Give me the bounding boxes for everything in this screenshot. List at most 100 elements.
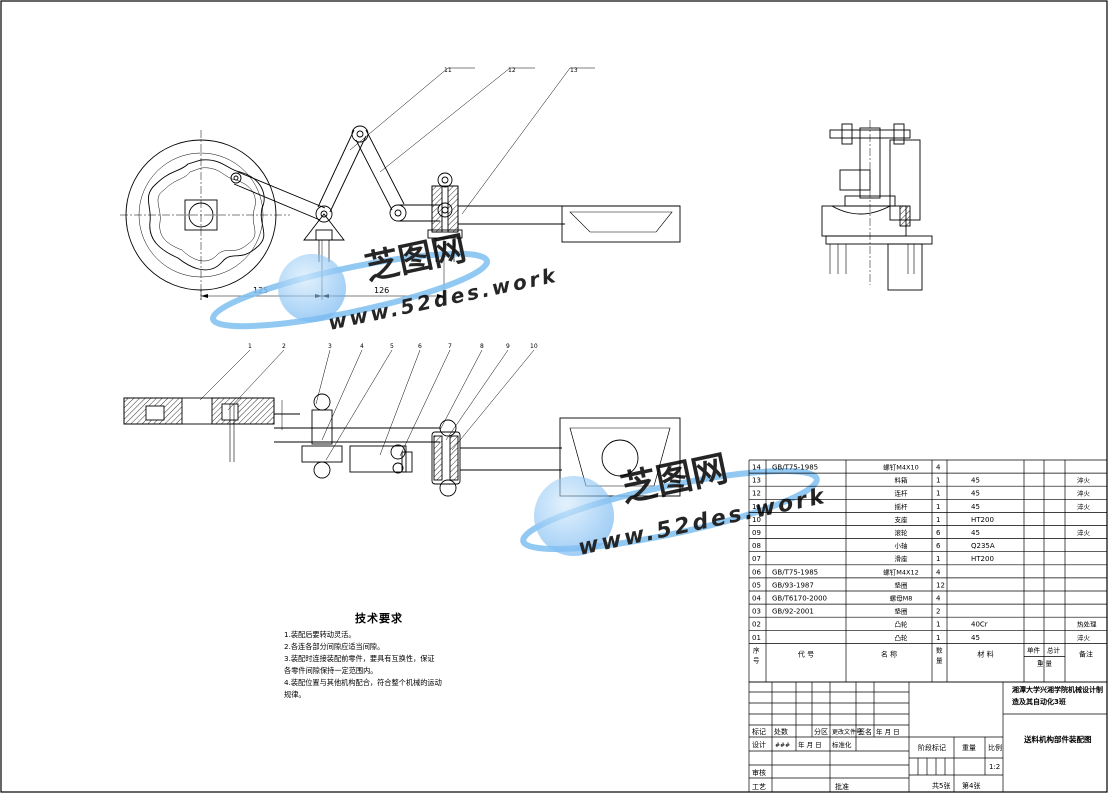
bom-header-qty: 数 <box>936 645 943 654</box>
title-block <box>748 681 1108 793</box>
balloon-10: 10 <box>530 343 538 350</box>
balloon-8: 8 <box>480 343 484 350</box>
tb-weight: 重量 <box>962 744 976 752</box>
note-line: 规律。 <box>284 690 306 699</box>
bom-no: 13 <box>752 477 761 485</box>
bom-material: 45 <box>971 529 980 537</box>
tb-approve: 批准 <box>835 782 849 791</box>
cam-groove <box>148 159 265 271</box>
bom-material: 45 <box>971 634 980 642</box>
notes-title: 技术要求 <box>355 612 403 625</box>
tb-count: 处数 <box>774 727 788 736</box>
bom-material: 40Cr <box>971 621 988 629</box>
globe-icon <box>278 254 346 322</box>
bom-qty: 4 <box>936 568 941 576</box>
tb-sign: 签名 <box>858 727 872 736</box>
bom-qty: 2 <box>936 608 940 616</box>
bom-code: GB/93-1987 <box>772 581 814 589</box>
bom-name: 滚轮 <box>895 528 909 537</box>
bom-no: 09 <box>752 529 761 537</box>
tb-standard: 标准化 <box>832 740 852 749</box>
globe-icon <box>534 476 614 556</box>
note-line: 各零件间隙保持一定范围内。 <box>284 666 378 675</box>
bom-material: Q235A <box>971 542 995 550</box>
drawing-title: 送料机构部件装配图 <box>1023 734 1092 744</box>
bom-header-code: 代 号 <box>798 649 814 658</box>
bom-no: 14 <box>752 464 761 472</box>
watermark-url: www.52des.work <box>326 263 560 335</box>
bom-name: 摇杆 <box>895 502 909 511</box>
side-view <box>821 120 933 291</box>
bom-no: 11 <box>752 503 761 511</box>
bom-material: HT200 <box>971 516 994 524</box>
bom-code: GB/92-2001 <box>772 608 814 616</box>
front-view <box>120 67 681 300</box>
org-line1: 湘潭大学兴湘学院机械设计制 <box>1012 685 1103 694</box>
watermark-brand: 芝图网 <box>617 448 731 511</box>
bom-remark: 淬火 <box>1077 633 1091 642</box>
tb-scale: 比例 <box>988 743 1002 752</box>
bom-qty: 12 <box>936 581 945 589</box>
technical-requirements: 技术要求 1.装配后要转动灵活。 2.各连各部分间隙应适当间隙。 3.装配时连接… <box>284 613 474 701</box>
title-block-text: 湘潭大学兴湘学院机械设计制 造及其自动化3班 送料机构部件装配图 标记 处数 分… <box>752 685 1103 791</box>
bom-material: 45 <box>971 490 980 498</box>
bom-name: 料箱 <box>895 476 909 485</box>
bom-qty: 6 <box>936 542 941 550</box>
bom-qty: 1 <box>936 503 940 511</box>
tb-change-doc: 更改文件号 <box>832 728 862 736</box>
balloon-7: 7 <box>448 343 452 350</box>
watermark-brand: 芝图网 <box>362 228 470 288</box>
bom-name: 滑座 <box>895 554 909 563</box>
tb-mark: 标记 <box>752 727 766 736</box>
bom-code: GB/T6170-2000 <box>772 595 827 603</box>
dimension-label-126: 126 <box>374 286 389 295</box>
bom-material: 45 <box>971 477 980 485</box>
balloon-4: 4 <box>360 343 364 350</box>
bom-qty: 1 <box>936 490 940 498</box>
balloon-12: 12 <box>508 67 516 74</box>
bom-code: GB/T75-1985 <box>772 464 818 472</box>
bom-header-no: 号 <box>753 656 760 664</box>
tb-design: 设计 <box>752 740 766 749</box>
bom-header-weight: 重 量 <box>1037 659 1053 667</box>
balloon-11: 11 <box>444 67 452 74</box>
bom-remark: 淬火 <box>1077 528 1091 537</box>
note-line: 3.装配时连接装配前零件，要具有互换性，保证 <box>284 654 435 663</box>
balloon-6: 6 <box>418 343 422 350</box>
bom-qty: 1 <box>936 516 940 524</box>
bom-name: 连杆 <box>895 489 909 498</box>
bom-header-qty: 量 <box>936 656 943 664</box>
balloon-5: 5 <box>390 343 394 350</box>
tb-sheet-no: 第4张 <box>962 781 980 790</box>
bom-name: 凸轮 <box>895 620 909 629</box>
tb-stage-mark: 阶段标记 <box>918 743 946 752</box>
bom-material: 45 <box>971 503 980 511</box>
bom-name: 螺钉M4X12 <box>883 567 918 576</box>
bom-name: 支座 <box>895 515 909 524</box>
bom-no: 06 <box>752 568 761 576</box>
bom-no: 02 <box>752 621 761 629</box>
bom-no: 08 <box>752 542 761 550</box>
bom-header-remark: 备注 <box>1079 649 1093 658</box>
bom-header-total-weight: 总计 <box>1047 645 1061 654</box>
balloon-9: 9 <box>506 343 510 350</box>
org-line2: 造及其自动化3班 <box>1012 697 1066 706</box>
bom-qty: 1 <box>936 621 940 629</box>
tb-process: 工艺 <box>752 783 766 791</box>
bom-remark: 淬火 <box>1077 502 1091 511</box>
bom-name: 螺钉M4X10 <box>883 463 918 472</box>
bom-no: 12 <box>752 490 761 498</box>
bom-code: GB/T75-1985 <box>772 568 818 576</box>
bom-no: 03 <box>752 608 761 616</box>
tb-sheets-total: 共5张 <box>932 781 950 790</box>
bom-qty: 4 <box>936 595 941 603</box>
watermark-url: www.52des.work <box>576 484 829 561</box>
bom-qty: 1 <box>936 555 940 563</box>
bom-qty: 4 <box>936 464 941 472</box>
bom-header-material: 材 料 <box>977 649 993 658</box>
watermark-1: 芝图网 www.52des.work <box>209 228 560 335</box>
bom-qty: 6 <box>936 529 941 537</box>
balloon-2: 2 <box>282 343 286 350</box>
tb-ymd: 年 月 日 <box>798 740 822 749</box>
